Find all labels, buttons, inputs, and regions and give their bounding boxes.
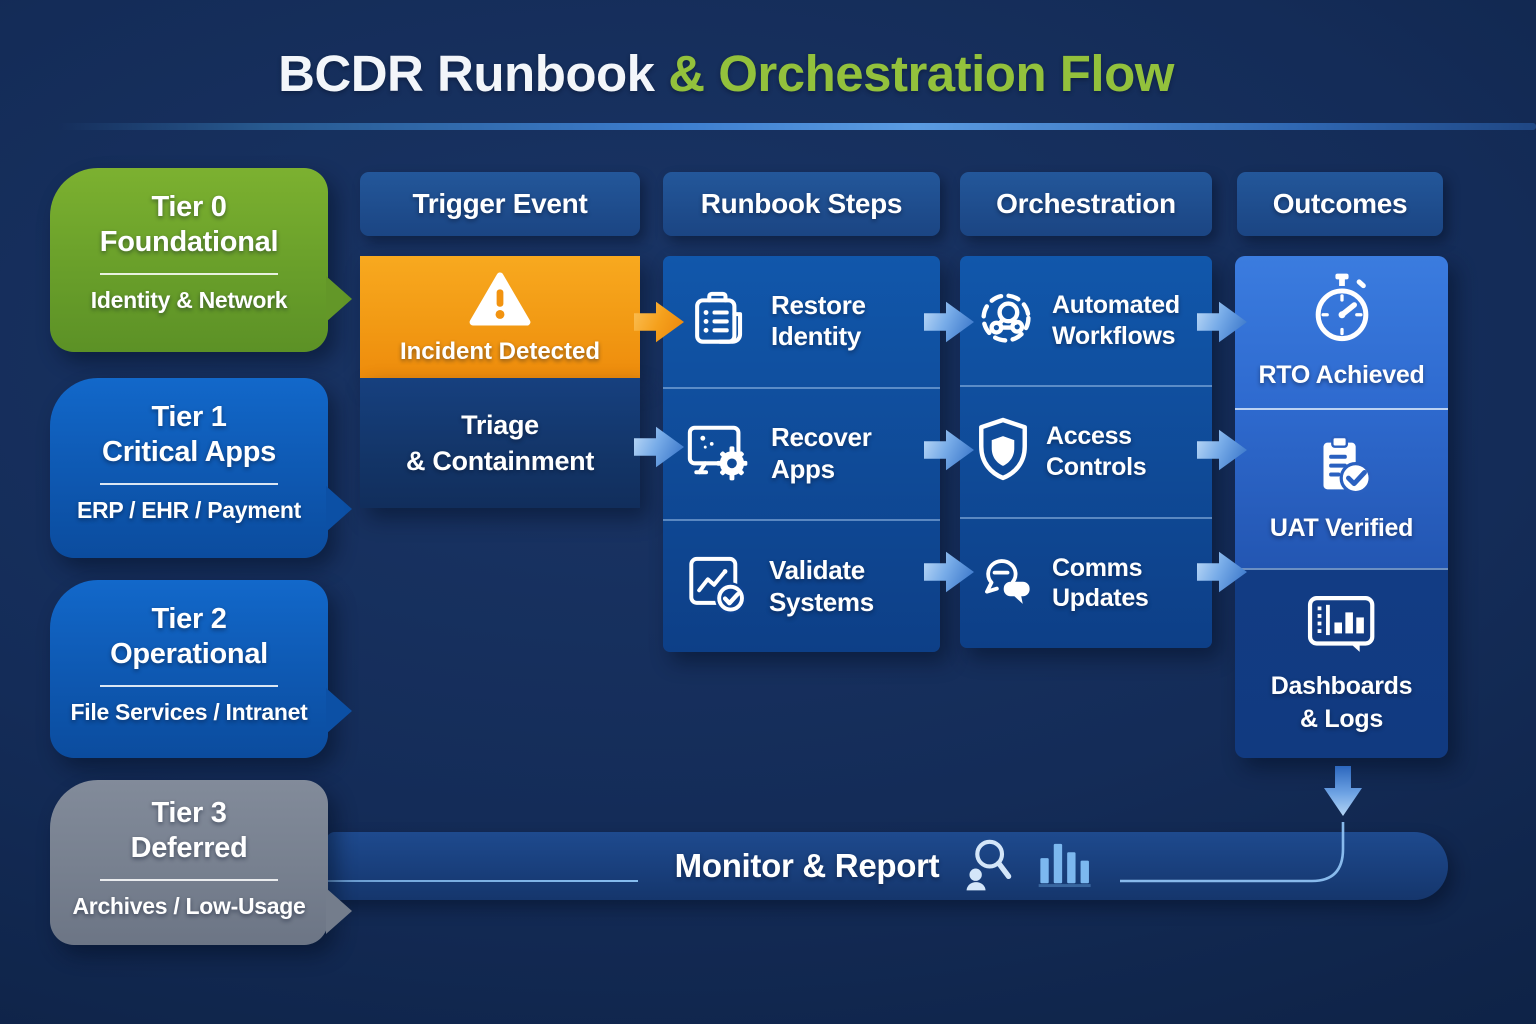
clipboard-check-icon — [1307, 433, 1377, 504]
tier-3-detail: Archives / Low-Usage — [72, 892, 306, 919]
dashboard-icon — [1305, 593, 1379, 662]
tier-0-divider — [100, 272, 278, 275]
stopwatch-icon — [1309, 272, 1375, 351]
restore-label-line1: Restore — [771, 289, 866, 320]
tier-0-pointer — [326, 276, 352, 322]
tier-1-pointer — [326, 486, 352, 532]
gear-network-icon — [974, 286, 1038, 355]
person-search-icon — [963, 836, 1013, 897]
orchestration-item-label: Access Controls — [1046, 421, 1147, 482]
tier-2-detail: File Services / Intranet — [70, 698, 308, 725]
orchestration-comms-updates: Comms Updates — [960, 516, 1212, 648]
orchestration-item-label: Automated Workflows — [1052, 290, 1180, 351]
tier-0-detail: Identity & Network — [90, 286, 288, 313]
dashboards-label-line2: & Logs — [1300, 704, 1383, 733]
monitor-report-label: Monitor & Report — [674, 847, 940, 884]
title-part-white: BCDR Runbook — [278, 45, 655, 102]
triage-label-line1: Triage — [461, 409, 539, 440]
workflows-label-line1: Automated — [1052, 291, 1180, 320]
chat-bubbles-icon — [974, 552, 1038, 615]
rto-achieved-label: RTO Achieved — [1258, 361, 1425, 390]
tier-3-box: Tier 3 Deferred Archives / Low-Usage — [50, 780, 352, 945]
tier-1-title: Tier 1 Critical Apps — [50, 400, 328, 471]
outcome-rto-achieved: RTO Achieved — [1235, 256, 1448, 408]
comms-label-line1: Comms — [1052, 553, 1143, 582]
header-runbook-steps: Runbook Steps — [663, 172, 940, 236]
runbook-step-validate-systems: Validate Systems — [663, 519, 940, 652]
comms-label-line2: Updates — [1052, 584, 1149, 613]
outcomes-column: RTO Achieved UAT Verified — [1235, 256, 1448, 758]
orchestration-column: Automated Workflows Access Controls — [960, 256, 1212, 648]
recover-label-line1: Recover — [771, 422, 872, 453]
warning-icon — [469, 271, 531, 332]
tier-3-type: Deferred — [130, 832, 248, 865]
access-label-line1: Access — [1046, 422, 1132, 451]
tier-1-box: Tier 1 Critical Apps ERP / EHR / Payment — [50, 378, 352, 558]
tier-1-name: Tier 1 — [151, 401, 227, 433]
tier-0-title: Tier 0 Foundational — [50, 190, 328, 261]
page-title: BCDR Runbook & Orchestration Flow — [278, 44, 1174, 103]
bar-chart-icon — [1037, 838, 1099, 895]
tier-3-name: Tier 3 — [151, 797, 227, 829]
incident-detected-box: Incident Detected — [360, 256, 640, 378]
tier-2-divider — [100, 684, 278, 687]
monitor-report-bar: Monitor & Report — [326, 832, 1448, 900]
incident-detected-label: Incident Detected — [399, 338, 601, 365]
shield-icon — [974, 416, 1032, 487]
runbook-step-label: Recover Apps — [771, 422, 872, 485]
triage-containment-box: Triage & Containment — [360, 378, 640, 508]
runbook-step-label: Validate Systems — [769, 555, 874, 618]
chart-check-icon — [685, 552, 751, 621]
validate-label-line2: Systems — [769, 586, 874, 617]
runbook-steps-column: Restore Identity — [663, 256, 940, 652]
tier-3-title: Tier 3 Deferred — [50, 796, 328, 867]
tier-1-type: Critical Apps — [102, 436, 276, 469]
monitor-gear-icon — [685, 421, 753, 488]
tier-0-box: Tier 0 Foundational Identity & Network — [50, 168, 352, 352]
monitor-connector-curve — [1120, 822, 1345, 883]
recover-label-line2: Apps — [771, 454, 835, 484]
title-divider — [58, 123, 1536, 130]
outcome-uat-verified: UAT Verified — [1235, 408, 1448, 568]
outcome-dashboards-logs: Dashboards & Logs — [1235, 568, 1448, 758]
dashboards-label-line1: Dashboards — [1270, 672, 1413, 700]
title-part-green: & Orchestration Flow — [668, 45, 1174, 102]
uat-verified-label: UAT Verified — [1269, 514, 1414, 543]
tier-1-detail: ERP / EHR / Payment — [77, 496, 301, 523]
dashboards-logs-label: Dashboards & Logs — [1270, 670, 1413, 735]
tier-0-type: Foundational — [99, 226, 279, 259]
id-badge-icon — [685, 285, 753, 358]
outcomes-light-panel — [1235, 256, 1448, 568]
tier-2-pointer — [326, 688, 352, 734]
tier-3-divider — [100, 878, 278, 881]
triage-label-line2: & Containment — [405, 446, 595, 476]
orchestration-item-label: Comms Updates — [1052, 553, 1149, 614]
tier-2-type: Operational — [110, 638, 268, 671]
orchestration-automated-workflows: Automated Workflows — [960, 256, 1212, 385]
tier-1-divider — [100, 482, 278, 485]
validate-label-line1: Validate — [769, 554, 865, 585]
access-label-line2: Controls — [1046, 452, 1147, 481]
tier-2-name: Tier 2 — [151, 603, 227, 635]
runbook-step-restore-identity: Restore Identity — [663, 256, 940, 387]
workflows-label-line2: Workflows — [1052, 321, 1176, 350]
runbook-step-label: Restore Identity — [771, 290, 866, 353]
arrow-dashboards-to-monitor — [1324, 766, 1362, 816]
header-orchestration: Orchestration — [960, 172, 1212, 236]
header-outcomes: Outcomes — [1237, 172, 1443, 236]
tier-0-name: Tier 0 — [151, 191, 227, 223]
orchestration-access-controls: Access Controls — [960, 385, 1212, 516]
header-trigger-event: Trigger Event — [360, 172, 640, 236]
tier-2-title: Tier 2 Operational — [50, 602, 328, 673]
restore-label-line2: Identity — [771, 321, 862, 352]
monitor-connector-line-left — [92, 880, 638, 882]
runbook-step-recover-apps: Recover Apps — [663, 386, 940, 520]
tier-2-box: Tier 2 Operational File Services / Intra… — [50, 580, 352, 758]
